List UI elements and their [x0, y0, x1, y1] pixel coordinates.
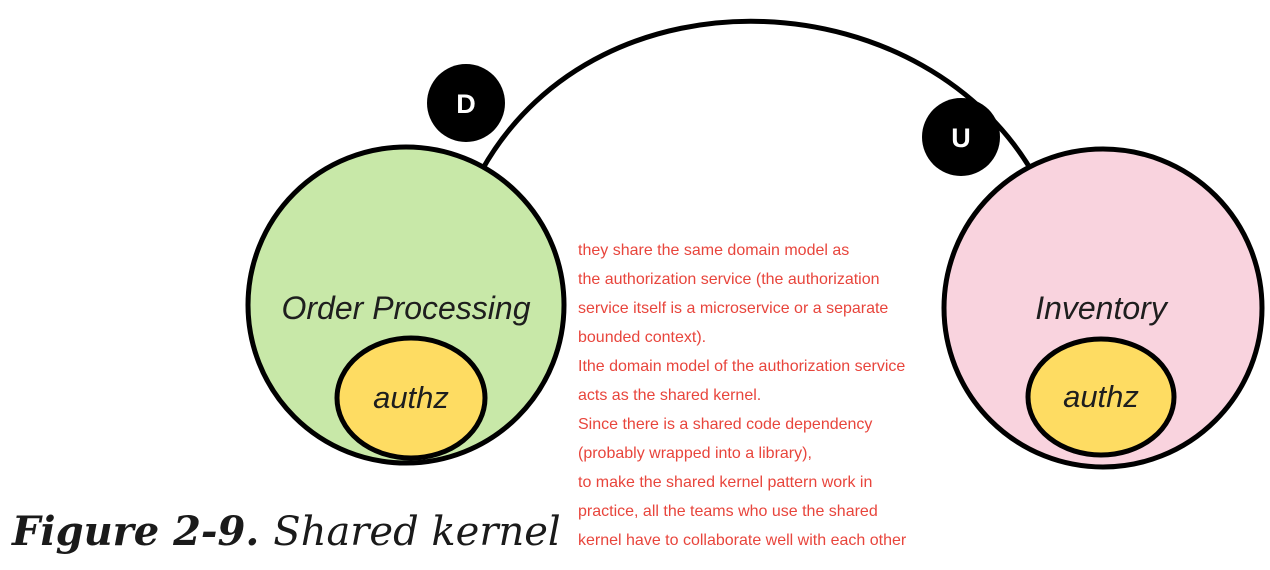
left-shared-kernel: authz: [334, 335, 488, 461]
annotation-line: they share the same domain model as: [578, 242, 850, 259]
right-authz-ellipse: [1025, 336, 1177, 458]
annotation-line: Since there is a shared code dependency: [578, 416, 873, 433]
annotation-line: Ithe domain model of the authorization s…: [578, 358, 906, 375]
order-processing-context: Order Processing authz: [245, 144, 567, 466]
inventory-context: Inventory authz: [941, 146, 1265, 470]
inventory-label: Inventory: [1035, 290, 1169, 326]
downstream-badge-label: D: [456, 89, 476, 119]
annotation-line: acts as the shared kernel.: [578, 387, 762, 404]
annotation-line: the authorization service (the authoriza…: [578, 271, 880, 288]
annotation-line: bounded context).: [578, 329, 707, 346]
annotation-line: kernel have to collaborate well with eac…: [578, 532, 907, 549]
order-processing-label: Order Processing: [282, 290, 531, 326]
upstream-badge-label: U: [951, 123, 971, 153]
annotation-line: service itself is a microservice or a se…: [578, 300, 889, 317]
figure-title: Shared kernel: [273, 509, 561, 555]
figure-caption: Figure 2-9. Shared kernel: [12, 508, 561, 564]
downstream-badge-circle: [427, 64, 505, 142]
right-shared-kernel: authz: [1025, 336, 1177, 458]
annotation-line: (probably wrapped into a library),: [578, 445, 812, 462]
upstream-badge-circle: [922, 98, 1000, 176]
inventory-circle: [941, 146, 1265, 470]
figure-number: Figure 2-9.: [12, 508, 260, 555]
downstream-badge: D: [427, 64, 505, 142]
left-authz-ellipse: [334, 335, 488, 461]
annotation-line: practice, all the teams who use the shar…: [578, 503, 878, 520]
right-authz-label: authz: [1063, 379, 1139, 414]
left-authz-label: authz: [373, 380, 449, 415]
annotation-line: to make the shared kernel pattern work i…: [578, 474, 873, 491]
annotation-note: they share the same domain model as the …: [578, 236, 938, 555]
upstream-badge: U: [922, 98, 1000, 176]
